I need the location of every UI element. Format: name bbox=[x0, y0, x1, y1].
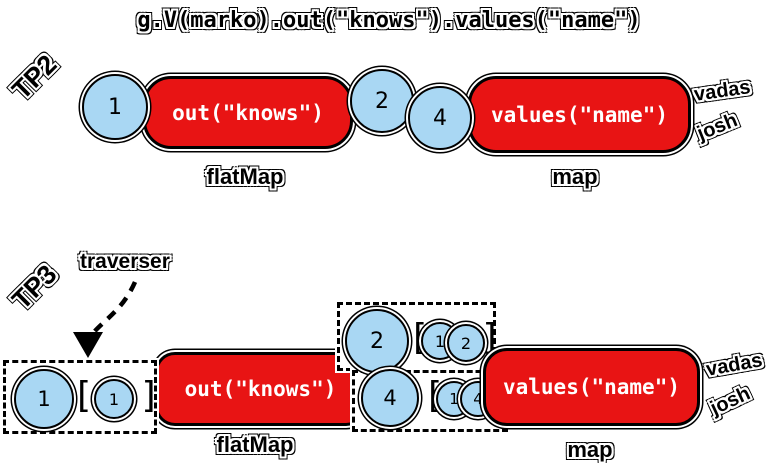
tp3-traverser-4-value: 4 bbox=[383, 386, 397, 410]
tp2-flatmap-label: flatMap bbox=[206, 164, 284, 189]
tp3-step-out-knows-code: out("knows") bbox=[184, 377, 337, 401]
tp2-section-label: TP2 bbox=[6, 49, 63, 106]
tp2-result-josh: josh bbox=[694, 109, 741, 145]
tp2-step-out-knows: out("knows") bbox=[143, 76, 353, 149]
tp3-traverser-2: 2 bbox=[345, 309, 409, 373]
tp2-traverser-4: 4 bbox=[408, 86, 472, 150]
tp3-step-values-name: values("name") bbox=[483, 348, 700, 426]
tp3-step-values-name-code: values("name") bbox=[502, 375, 680, 399]
tp3-tray-1-bulk-1: 1 bbox=[94, 379, 134, 419]
tp3-step-out-knows: out("knows") bbox=[155, 352, 366, 426]
tp3-tray-1-bracket-close: ] bbox=[139, 375, 161, 416]
tp3-result-vadas: vadas bbox=[704, 349, 765, 381]
tp3-traverser-1-value: 1 bbox=[37, 387, 51, 411]
tp2-traverser-1-value: 1 bbox=[108, 94, 122, 120]
tp3-traverser-4: 4 bbox=[361, 369, 419, 427]
tp3-flatmap-label: flatMap bbox=[216, 432, 294, 457]
tp3-tray-1-bracket-open: [ bbox=[72, 375, 94, 416]
tp3-tray-2-path-2: 2 bbox=[447, 324, 485, 362]
tp3-traverser-2-value: 2 bbox=[370, 328, 384, 354]
tp3-traverser-1: 1 bbox=[14, 369, 74, 429]
tp3-result-josh: josh bbox=[707, 382, 754, 420]
traverser-annotation-label: traverser bbox=[80, 250, 170, 273]
tp3-tray-2-path-1-value: 1 bbox=[434, 331, 446, 351]
tp3-map-label: map bbox=[567, 437, 613, 462]
tp2-traverser-1: 1 bbox=[82, 74, 148, 140]
tp2-traverser-2: 2 bbox=[350, 69, 414, 133]
traverser-arrow bbox=[73, 281, 138, 358]
tp2-traverser-2-value: 2 bbox=[375, 88, 389, 114]
tp3-tray-2-bracket-close: ] bbox=[480, 317, 502, 358]
tp3-tray-4-path-1-value: 1 bbox=[449, 390, 459, 408]
gremlin-query-title: g.V(marko).out("knows").values("name") bbox=[137, 8, 641, 33]
tp2-step-values-name: values("name") bbox=[468, 76, 691, 153]
tp2-step-out-knows-code: out("knows") bbox=[172, 100, 324, 125]
tp2-traverser-4-value: 4 bbox=[433, 105, 447, 131]
tp2-result-vadas: vadas bbox=[692, 76, 752, 106]
tp3-tray-1-bulk-1-value: 1 bbox=[108, 389, 120, 409]
tp3-tray-4-path-2-value: 4 bbox=[473, 390, 483, 408]
tp2-map-label: map bbox=[552, 164, 598, 189]
tp3-tray-2-path-2-value: 2 bbox=[460, 333, 472, 353]
tp2-step-values-name-code: values("name") bbox=[490, 102, 668, 127]
